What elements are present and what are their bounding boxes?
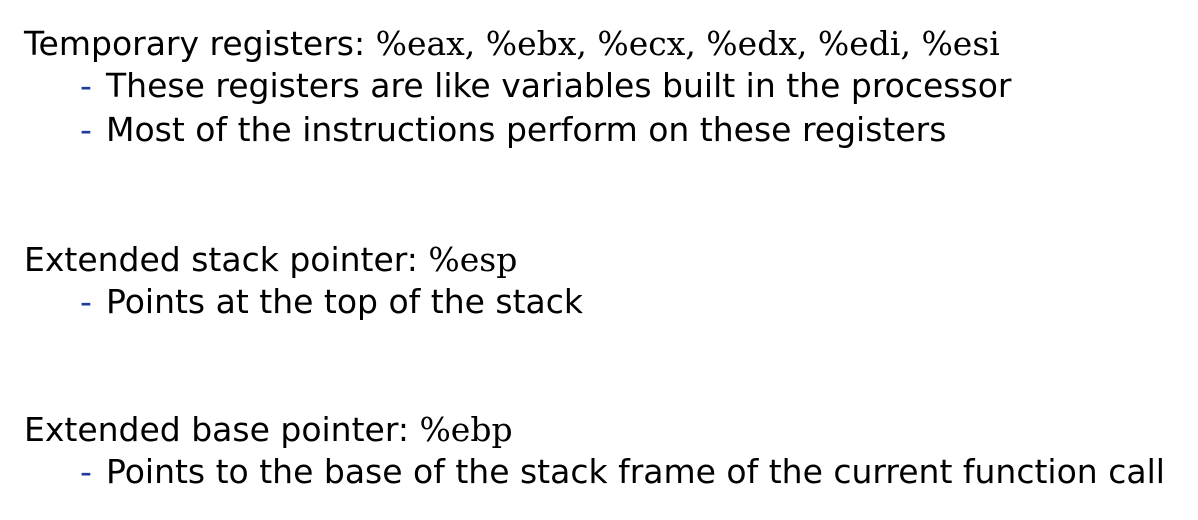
heading-label: Extended base pointer: xyxy=(24,410,409,449)
register-list: %esp xyxy=(428,240,518,279)
bullet-list: -Points at the top of the stack xyxy=(24,280,583,324)
bullet-text: Most of the instructions perform on thes… xyxy=(106,110,947,149)
register-list: %ebp xyxy=(419,410,513,449)
bullet-list: -These registers are like variables buil… xyxy=(24,64,1011,152)
bullet-item: -Points at the top of the stack xyxy=(80,280,583,324)
bullet-text: These registers are like variables built… xyxy=(106,66,1012,105)
section-base-pointer: Extended base pointer: %ebp -Points to t… xyxy=(24,410,1165,494)
bullet-dash: - xyxy=(80,282,92,321)
section-heading: Extended base pointer: %ebp xyxy=(24,410,1165,450)
bullet-list: -Points to the base of the stack frame o… xyxy=(24,450,1165,494)
section-temporary-registers: Temporary registers: %eax, %ebx, %ecx, %… xyxy=(24,24,1011,152)
bullet-dash: - xyxy=(80,66,92,105)
bullet-item: -Most of the instructions perform on the… xyxy=(80,108,1011,152)
bullet-item: -These registers are like variables buil… xyxy=(80,64,1011,108)
heading-label: Extended stack pointer: xyxy=(24,240,418,279)
bullet-dash: - xyxy=(80,452,92,491)
section-stack-pointer: Extended stack pointer: %esp -Points at … xyxy=(24,240,583,324)
bullet-text: Points to the base of the stack frame of… xyxy=(106,452,1165,491)
heading-label: Temporary registers: xyxy=(24,24,366,63)
bullet-dash: - xyxy=(80,110,92,149)
section-heading: Extended stack pointer: %esp xyxy=(24,240,583,280)
register-list: %eax, %ebx, %ecx, %edx, %edi, %esi xyxy=(375,24,1000,63)
bullet-text: Points at the top of the stack xyxy=(106,282,584,321)
section-heading: Temporary registers: %eax, %ebx, %ecx, %… xyxy=(24,24,1011,64)
bullet-item: -Points to the base of the stack frame o… xyxy=(80,450,1165,494)
